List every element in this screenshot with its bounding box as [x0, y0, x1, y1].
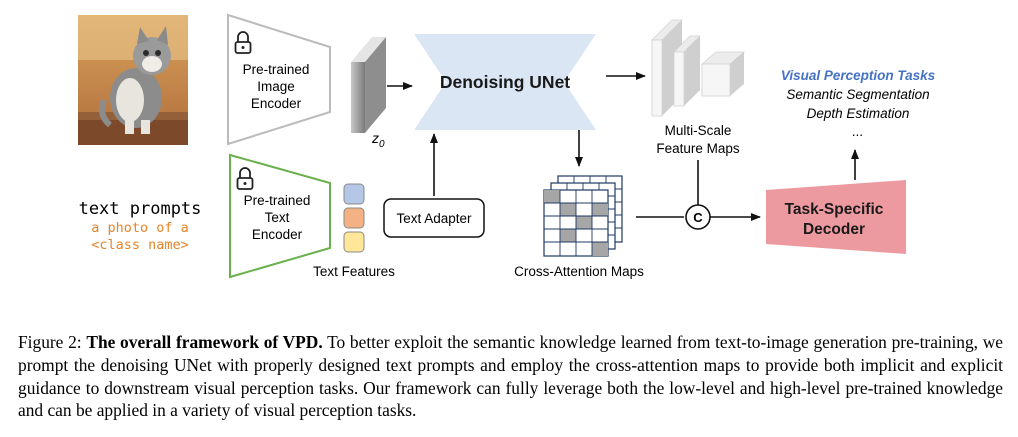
lock-icon — [234, 31, 252, 54]
text-feature-orange — [343, 207, 365, 229]
unet-label: Denoising UNet — [440, 72, 570, 92]
figure-caption: Figure 2: The overall framework of VPD. … — [18, 331, 1003, 422]
multiscale-label-1: Multi-Scale — [665, 123, 732, 138]
text-encoder — [229, 153, 331, 279]
multiscale-label-2: Feature Maps — [656, 141, 740, 156]
concat-symbol: C — [693, 210, 703, 225]
image-encoder — [227, 13, 331, 146]
framework-diagram: Pre-trained Image Encoder z0 Denoising U… — [78, 13, 936, 279]
image-encoder-label-1: Pre-trained — [243, 62, 310, 77]
image-encoder-label-3: Encoder — [251, 96, 302, 111]
text-encoder-label-3: Encoder — [252, 227, 303, 242]
caption-title: The overall framework of VPD. — [86, 332, 323, 352]
cross-attention-maps — [543, 175, 623, 257]
latent-label: z0 — [371, 130, 385, 150]
lock-icon — [236, 167, 254, 190]
latent-slab — [351, 37, 386, 133]
decoder-label-2: Decoder — [803, 221, 865, 238]
text-adapter-label: Text Adapter — [396, 211, 472, 226]
multiscale-feature-maps — [651, 19, 746, 117]
text-encoder-label-1: Pre-trained — [244, 193, 311, 208]
prompt-template-2: <class name> — [91, 237, 189, 253]
task-decoder — [766, 180, 906, 254]
decoder-label-1: Task-Specific — [785, 201, 884, 218]
tasks-title: Visual Perception Tasks — [781, 68, 936, 83]
text-feature-blue — [343, 183, 365, 205]
cat-photo — [78, 15, 188, 145]
prompts-title: text prompts — [79, 199, 202, 219]
prompt-template-1: a photo of a — [91, 220, 189, 236]
denoising-unet — [414, 34, 596, 130]
text-feature-yellow — [343, 231, 365, 253]
image-encoder-label-2: Image — [257, 79, 295, 94]
text-encoder-label-2: Text — [265, 210, 290, 225]
task-item-1: Semantic Segmentation — [786, 87, 929, 102]
text-features-label: Text Features — [313, 264, 395, 279]
caption-body: To better exploit the semantic knowledge… — [18, 332, 1004, 421]
task-item-2: Depth Estimation — [807, 106, 910, 121]
text-adapter — [383, 198, 485, 238]
cross-attention-label: Cross-Attention Maps — [514, 264, 644, 279]
caption-prefix: Figure 2: — [18, 332, 87, 352]
task-item-3: ... — [852, 124, 863, 139]
